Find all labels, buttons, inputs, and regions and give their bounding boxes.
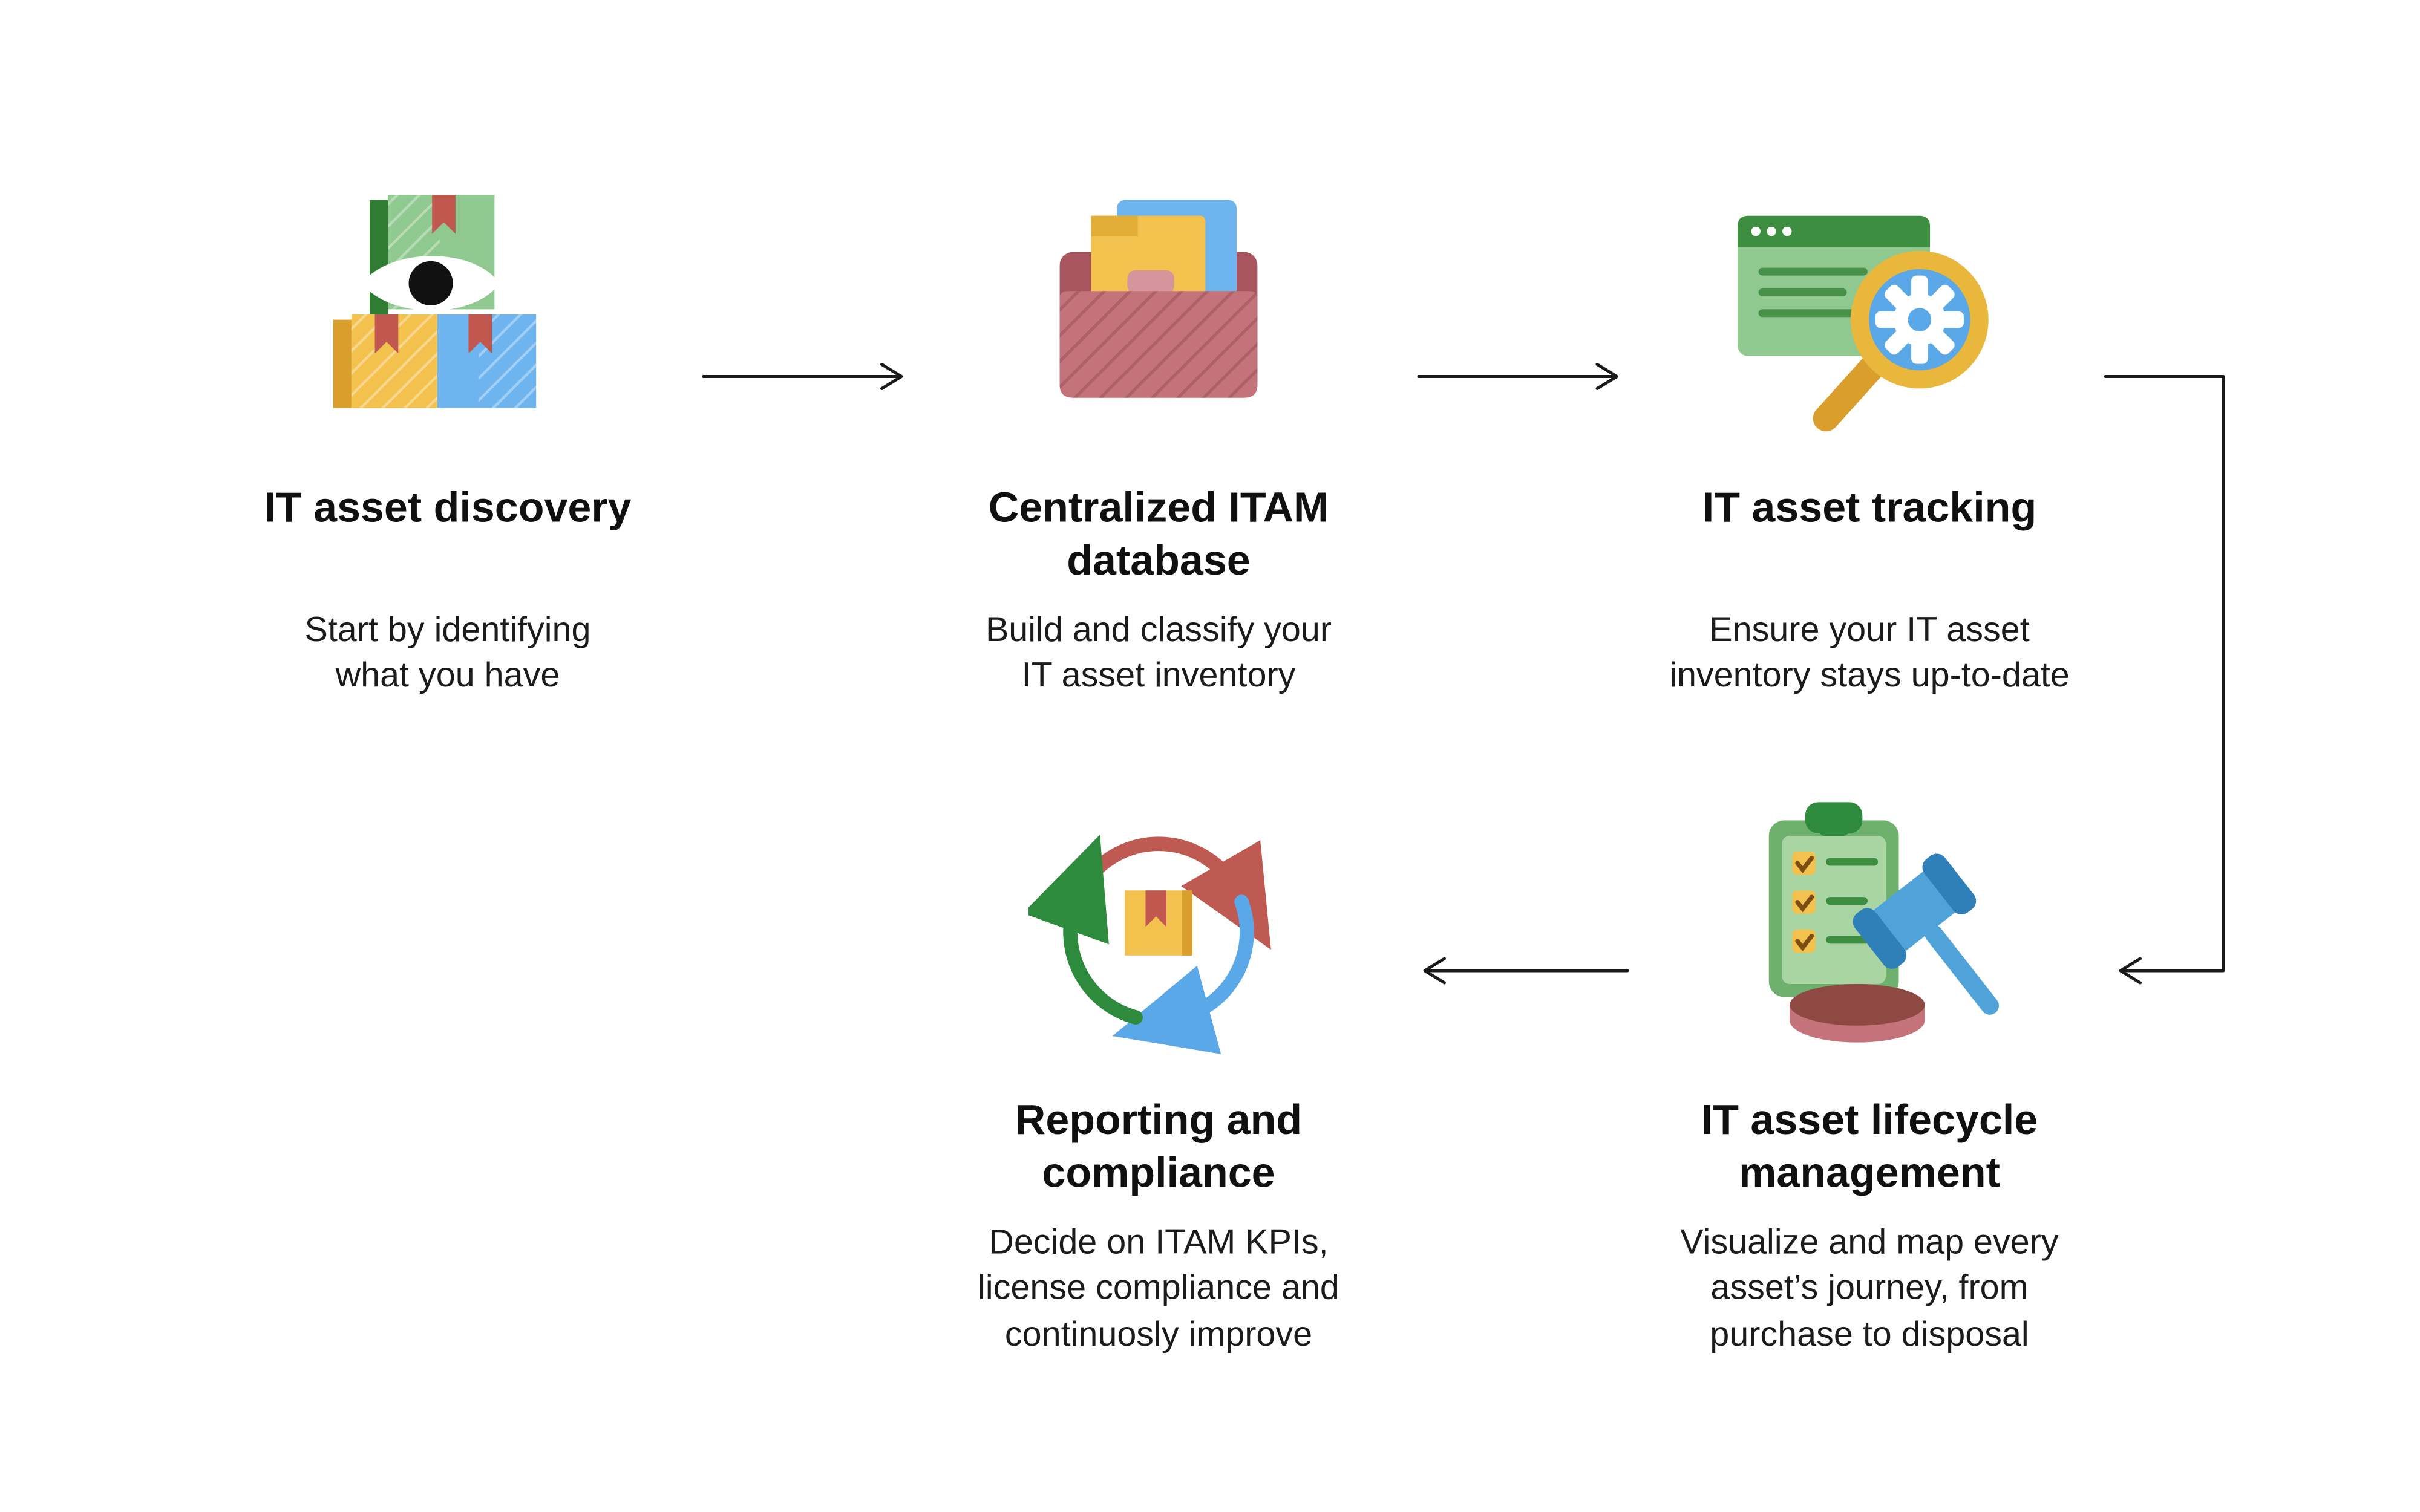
arrowhead-1 xyxy=(880,363,903,390)
step-title: IT asset lifecycle management xyxy=(1701,1096,2038,1196)
box-cycle-arrows-icon xyxy=(871,779,1446,1074)
step-description: Build and classify your IT asset invento… xyxy=(985,609,1332,695)
step-title: IT asset tracking xyxy=(1702,484,2037,531)
step-centralized-itam-database: Centralized ITAM database Build and clas… xyxy=(871,166,1446,698)
step-it-asset-discovery: IT asset discovery Start by identifying … xyxy=(160,166,735,698)
folder-documents-icon xyxy=(871,166,1446,461)
asset-boxes-eye-icon xyxy=(160,166,735,461)
step-title: Reporting and compliance xyxy=(1015,1096,1303,1196)
clipboard-gavel-icon-svg xyxy=(1768,801,1998,1042)
step-reporting-and-compliance: Reporting and compliance Decide on ITAM … xyxy=(871,779,1446,1357)
step-title: IT asset discovery xyxy=(264,484,632,531)
clipboard-gavel-icon xyxy=(1582,779,2157,1074)
step-description: Decide on ITAM KPIs, license compliance … xyxy=(978,1222,1339,1353)
step-title: Centralized ITAM database xyxy=(988,484,1329,584)
step-it-asset-lifecycle-management: IT asset lifecycle management Visualize … xyxy=(1582,779,2157,1357)
arrowhead-3 xyxy=(2119,957,2142,985)
arrow-tracking-to-lifecycle xyxy=(2104,375,2225,973)
asset-boxes-eye-icon-svg xyxy=(333,194,537,408)
step-it-asset-tracking: IT asset tracking Ensure your IT asset i… xyxy=(1582,166,2157,698)
window-magnifier-gear-icon-svg xyxy=(1736,215,1988,431)
arrowhead-2 xyxy=(1595,363,1618,390)
box-cycle-arrows-icon-svg xyxy=(1028,833,1271,1054)
folder-documents-icon-svg xyxy=(1059,199,1258,397)
window-magnifier-gear-icon xyxy=(1582,166,2157,461)
arrowhead-4 xyxy=(1423,957,1446,985)
step-description: Visualize and map every asset’s journey,… xyxy=(1680,1222,2059,1353)
step-description: Start by identifying what you have xyxy=(304,609,591,695)
step-description: Ensure your IT asset inventory stays up-… xyxy=(1669,609,2070,695)
